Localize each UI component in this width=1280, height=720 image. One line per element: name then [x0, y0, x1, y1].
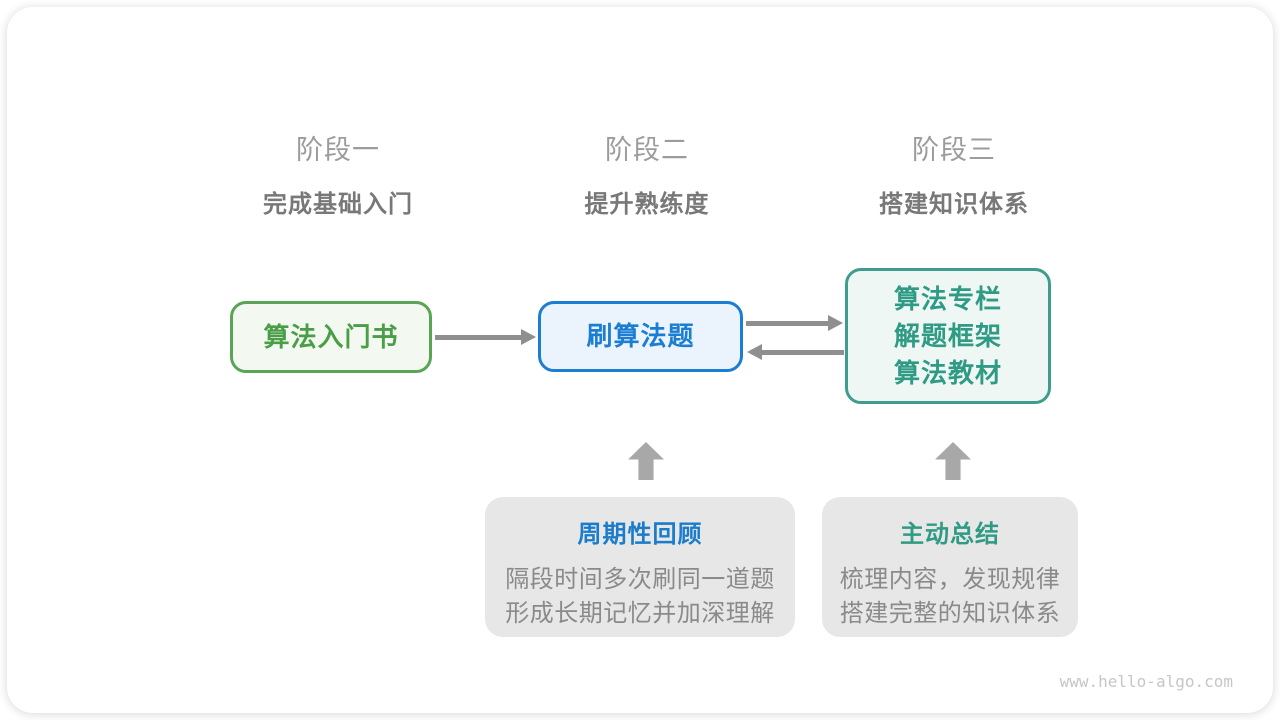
stage-header-3: 阶段三 搭建知识体系: [794, 128, 1114, 219]
arrow-up-review-icon: [628, 442, 664, 480]
callout-active-summary-title: 主动总结: [900, 521, 1000, 548]
stage-3-label: 阶段三: [912, 135, 996, 165]
callout-body-line: 梳理内容，发现规律: [839, 566, 1061, 593]
node-resources-line-1: 算法专栏: [893, 283, 1002, 314]
watermark: www.hello-algo.com: [1059, 672, 1233, 691]
callout-body-line: 形成长期记忆并加深理解: [505, 600, 775, 627]
callout-periodic-review: 周期性回顾 隔段时间多次刷同一道题 形成长期记忆并加深理解: [485, 497, 795, 637]
stage-2-subtitle: 提升熟练度: [584, 191, 710, 218]
stage-1-subtitle: 完成基础入门: [263, 191, 413, 218]
arrow-shaft: [746, 321, 830, 326]
callout-body-line: 搭建完整的知识体系: [839, 600, 1061, 627]
stage-header-2: 阶段二 提升熟练度: [487, 128, 807, 219]
arrow-shaft: [760, 350, 844, 355]
stage-3-subtitle: 搭建知识体系: [879, 191, 1029, 218]
callout-active-summary-body: 梳理内容，发现规律 搭建完整的知识体系: [822, 563, 1078, 631]
arrow-head-right-icon: [828, 315, 843, 331]
node-practice: 刷算法题: [538, 301, 743, 372]
node-practice-label: 刷算法题: [586, 321, 695, 351]
callout-periodic-review-title: 周期性回顾: [577, 521, 703, 548]
callout-active-summary: 主动总结 梳理内容，发现规律 搭建完整的知识体系: [822, 497, 1078, 637]
node-intro-book-label: 算法入门书: [263, 321, 399, 352]
node-intro-book: 算法入门书: [230, 301, 432, 373]
arrow-up-summary-icon: [935, 442, 971, 480]
callout-body-line: 隔段时间多次刷同一道题: [505, 566, 775, 593]
arrow-practice-to-resources: [746, 315, 843, 332]
callout-periodic-review-body: 隔段时间多次刷同一道题 形成长期记忆并加深理解: [485, 563, 795, 631]
node-resources-line-2: 解题框架: [893, 320, 1002, 351]
diagram-card: 阶段一 完成基础入门 阶段二 提升熟练度 阶段三 搭建知识体系 算法入门书 刷算…: [7, 7, 1273, 713]
arrow-head-left-icon: [747, 344, 762, 360]
arrow-head-right-icon: [521, 329, 536, 345]
node-resources-line-3: 算法教材: [893, 357, 1002, 388]
arrow-intro-to-practice: [435, 329, 536, 346]
node-resources: 算法专栏 解题框架 算法教材: [845, 268, 1051, 404]
arrow-shaft: [435, 335, 523, 340]
arrow-resources-to-practice: [747, 344, 844, 361]
stage-2-label: 阶段二: [605, 135, 689, 165]
stage-header-1: 阶段一 完成基础入门: [178, 128, 498, 219]
stage-1-label: 阶段一: [296, 135, 380, 165]
